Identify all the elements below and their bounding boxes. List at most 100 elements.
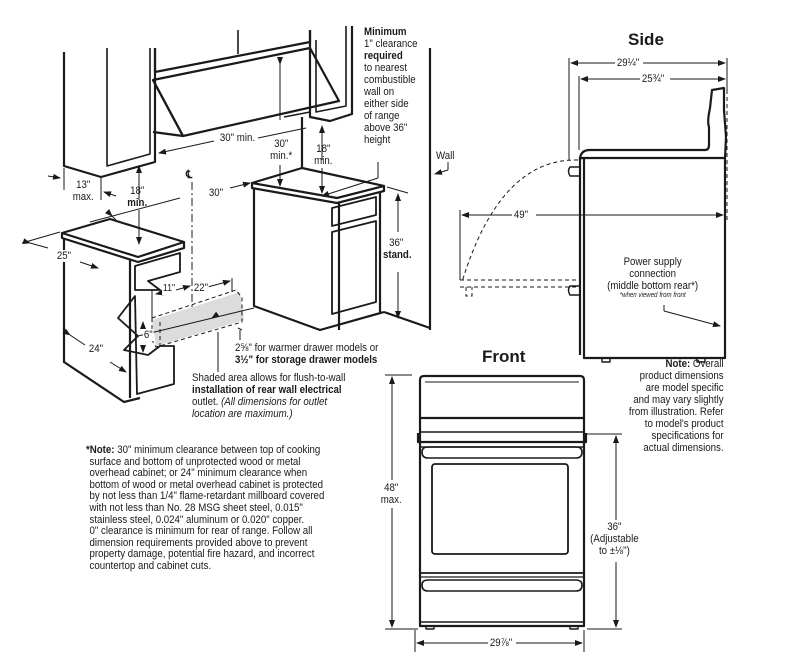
cooktop-clearance-label: 30" min.* [268, 138, 294, 162]
outlet-offset-label: 11" [162, 283, 177, 295]
note-line: *Note: 30" minimum clearance between top… [86, 444, 324, 457]
note-line: installation of rear wall electrical [192, 384, 342, 396]
note-line: 2⅝" for warmer drawer models or [235, 342, 379, 354]
note-line: Note: Overall [629, 358, 724, 370]
product-dimensions-note: Note: Overall product dimensions are mod… [629, 358, 724, 454]
power-supply-label: Power supply connection (middle bottom r… [606, 256, 699, 300]
note-line: outlet. (All dimensions for outlet [192, 396, 345, 408]
wall-cabinet-depth-label: 13" max. [70, 179, 96, 203]
wall-label: Wall [436, 150, 455, 162]
note-line: wall on [364, 86, 395, 98]
right-upper-clearance-label: 18" min. [311, 143, 336, 167]
note-line: from illustration. Refer [629, 406, 724, 418]
left-upper-clearance-label: 18" min. [124, 185, 150, 209]
note-label: *Note: [86, 444, 115, 456]
left-base-cabinet [60, 217, 186, 404]
note-label: Note: [665, 358, 691, 370]
note-line: Shaded area allows for flush-to-wall [192, 372, 346, 384]
opening-width-label: 30" [208, 187, 224, 199]
side-door-open-depth-label: 49" [513, 209, 529, 221]
note-line: 3½" for storage drawer models [235, 354, 378, 366]
label-line: Power supply [623, 256, 682, 268]
combustible-wall-clearance-note: Minimum 1" clearance required to nearest… [364, 26, 417, 146]
front-cooktop-height-label: 36" (Adjustable to ±⅛") [588, 521, 641, 557]
counter-depth-label: 25" [56, 250, 72, 262]
dim-value: 13" [76, 179, 91, 191]
front-width-label: 29⅞" [489, 637, 514, 649]
hood-width-label: 30" min. [219, 132, 256, 144]
side-view-door-swing [460, 90, 728, 297]
note-line: required [364, 50, 403, 62]
side-view-dimensions [459, 58, 728, 328]
note-line: with not less than No. 28 MSG sheet stee… [89, 501, 303, 514]
upper-right-cabinet [308, 26, 354, 123]
note-line: to nearest [364, 62, 408, 74]
note-line: Minimum [364, 26, 407, 38]
side-view-range [567, 86, 728, 363]
dim-note: min. [314, 155, 333, 167]
outlet-width-label: 22" [193, 282, 209, 294]
dim-value: 18" [316, 143, 331, 155]
note-line: by not less than 1/4" flame-retardant mi… [89, 490, 325, 503]
upper-dimension-lines [47, 57, 449, 245]
label-line: connection [629, 268, 677, 280]
side-view-title: Side [628, 30, 664, 49]
dim-note: stand. [383, 249, 412, 261]
dim-value: 36" [607, 521, 622, 533]
shaded-area-note: Shaded area allows for flush-to-wall ins… [192, 372, 345, 420]
note-line: product dimensions [640, 370, 724, 382]
note-line: either side [364, 98, 409, 110]
note-line: bottom of wood or metal overhead cabinet… [89, 478, 324, 491]
note-line: above 36" [364, 122, 408, 134]
dim-note: (Adjustable [590, 533, 639, 545]
note-text: outlet. [192, 396, 222, 408]
note-line: actual dimensions. [643, 442, 724, 454]
side-body-depth-label: 25¾" [641, 73, 666, 85]
note-line: to model's product [645, 418, 724, 430]
note-line: of range [364, 110, 400, 122]
note-line: height [364, 134, 391, 146]
note-text: 30" minimum clearance between top of coo… [117, 444, 321, 456]
label-line: (middle bottom rear*) [607, 280, 699, 292]
note-text-italic: (All dimensions for outlet [221, 396, 328, 408]
dim-note: to ±⅛") [598, 545, 630, 557]
right-base-cabinet [250, 166, 431, 332]
centerline-symbol: ℄ [186, 169, 193, 181]
side-overall-depth-label: 29¼" [616, 57, 641, 69]
clearance-footnote: *Note: 30" minimum clearance between top… [86, 444, 325, 573]
dim-note: min. [127, 197, 148, 209]
note-line: overhead cabinet; or 24" minimum clearan… [89, 467, 308, 480]
front-overall-height-label: 48" max. [378, 482, 404, 506]
left-cabinet-dimensions [21, 231, 127, 373]
dim-value: 30" [274, 138, 289, 150]
wall-edge [300, 48, 432, 330]
note-line: combustible [364, 74, 416, 86]
note-line: dimension requirements provided above to… [89, 536, 308, 549]
note-text: Overall [693, 358, 724, 370]
upper-left-cabinet [62, 48, 157, 179]
dim-note: max. [72, 191, 94, 203]
front-view-range [416, 374, 588, 630]
note-line: and may vary slightly [633, 394, 724, 406]
note-line: stainless steel, 0.024" aluminum or 0.02… [89, 513, 305, 526]
note-line: property damage, potential fire hazard, … [89, 548, 315, 561]
dim-note: max. [380, 494, 402, 506]
front-view-dimensions [385, 374, 622, 652]
counter-height-label: 36" stand. [383, 237, 412, 261]
outlet-height-label: 6" [143, 329, 154, 341]
dim-value: 18" [130, 185, 145, 197]
dim-value: 48" [384, 482, 399, 494]
counter-height-dimension [386, 186, 409, 319]
note-line: are model specific [645, 382, 724, 394]
dim-value: 36" [389, 237, 404, 249]
cabinet-depth-label: 24" [88, 343, 104, 355]
note-line: location are maximum.) [192, 408, 293, 420]
note-line: 1" clearance [364, 38, 418, 50]
note-line: specifications for [651, 430, 724, 442]
note-line: 0" clearance is minimum for rear of rang… [89, 525, 313, 538]
front-view-title: Front [482, 347, 526, 366]
note-line: surface and bottom of unprotected wood o… [89, 455, 301, 468]
footnote-line: *when viewed from front [619, 292, 686, 299]
dim-note: min.* [270, 150, 293, 162]
